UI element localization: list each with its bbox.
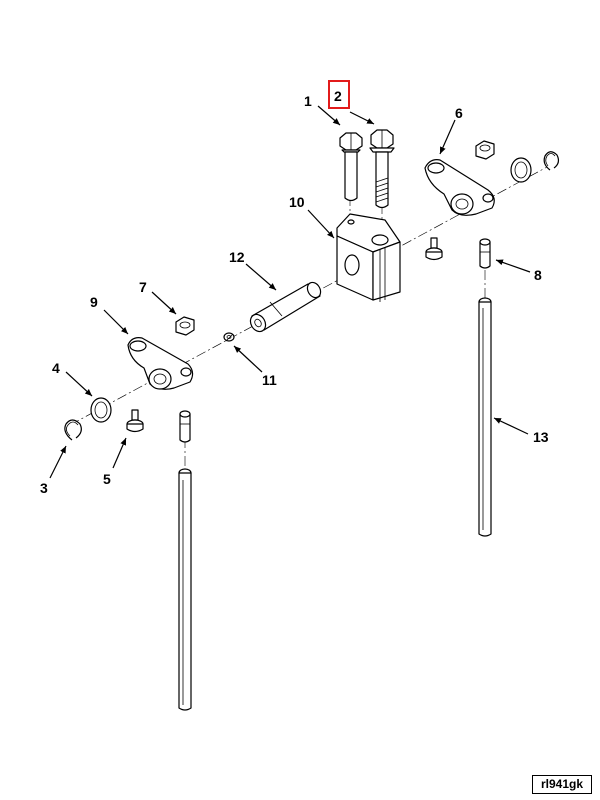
adjusting-screw-right[interactable] [425,237,443,261]
callout-10[interactable]: 10 [289,194,305,210]
pushrod-right[interactable] [478,297,492,537]
callout-12[interactable]: 12 [229,249,245,265]
callout-labels: 1 2 3 4 5 6 7 8 9 10 11 12 13 [40,88,549,496]
rocker-arm-left[interactable] [127,337,194,390]
bolt-short[interactable] [339,132,363,202]
tappet-lifter-left[interactable] [179,410,191,443]
washer-left[interactable] [90,397,112,423]
callout-9[interactable]: 9 [90,294,98,310]
callout-13[interactable]: 13 [533,429,549,445]
callout-8[interactable]: 8 [534,267,542,283]
callout-7[interactable]: 7 [139,279,147,295]
callout-3[interactable]: 3 [40,480,48,496]
callout-1[interactable]: 1 [304,93,312,109]
rocker-shaft[interactable] [247,280,323,334]
callout-4[interactable]: 4 [52,360,60,376]
pushrod-left[interactable] [178,468,192,711]
tappet-lifter-right[interactable] [479,238,491,269]
bolt-long[interactable] [369,129,395,209]
adjusting-nut-left[interactable] [175,316,195,336]
callout-5[interactable]: 5 [103,471,111,487]
adjusting-nut-right[interactable] [475,140,495,160]
callout-11[interactable]: 11 [262,372,277,388]
leader-lines [49,105,531,479]
rocker-shaft-support-block[interactable] [336,213,401,302]
shaft-plug[interactable] [223,332,235,342]
callout-2-highlight-box [328,80,350,109]
callout-6[interactable]: 6 [455,105,463,121]
figure-reference-id: rl941gk [532,775,592,794]
washer-right[interactable] [510,157,532,183]
rocker-arm-right[interactable] [424,159,495,216]
callout-2[interactable]: 2 [334,88,342,104]
adjusting-screw-left[interactable] [126,409,144,433]
retaining-ring-left[interactable] [64,419,82,441]
retaining-ring-right[interactable] [543,151,560,171]
